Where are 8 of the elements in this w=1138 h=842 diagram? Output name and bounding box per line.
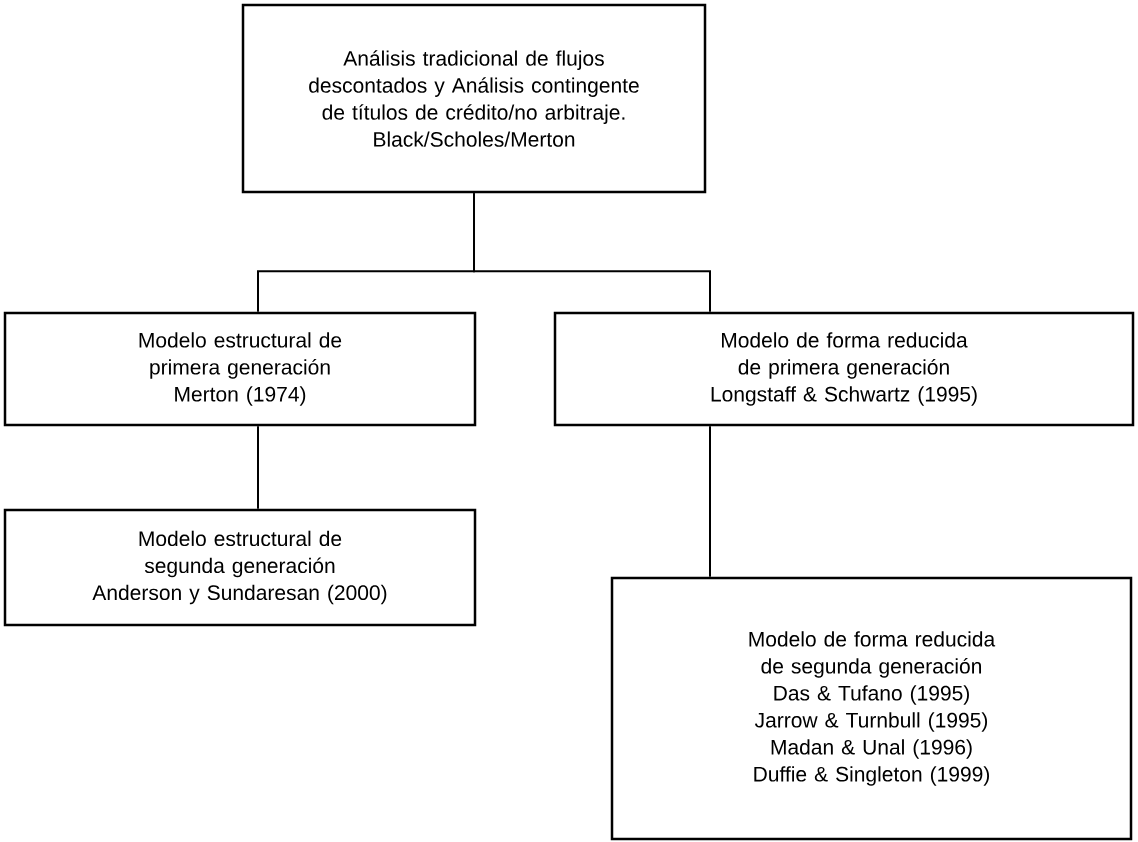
text-box: Modelo de forma reducida de primera generación Longstaff & Schwartz (1995) [553, 311, 1135, 427]
text-box: Análisis tradicional de flujos descontados y Análisis contingente de títulos de crédito/no arbitraje. Black/Scholes/Merton [241, 3, 707, 194]
text-box: Modelo de forma reducida de segunda generación Das & Tufano (1995) Jarrow & Turnbull (1995) Madan & Unal (1996) Duffie & Singleton (1999) [610, 576, 1133, 841]
connector-line [473, 192, 711, 313]
connector-line [709, 425, 711, 578]
text-box: Modelo estructural de primera generación Merton (1974) [3, 311, 477, 427]
text-box: Modelo estructural de segunda generación Anderson y Sundaresan (2000) [3, 508, 477, 627]
connector-line [257, 425, 259, 510]
